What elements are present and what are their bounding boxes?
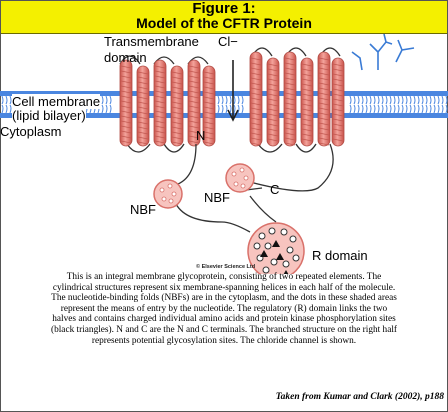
- chloride-ion-label: Cl−: [218, 34, 238, 49]
- r-domain-label: R domain: [312, 248, 368, 263]
- caption-line: This is an integral membrane glycoprotei…: [66, 272, 382, 282]
- chloride-arrow: [227, 60, 239, 122]
- cytoplasm-label: Cytoplasm: [0, 124, 62, 139]
- caption-line: The nucleotide-binding folds (NBFs) are …: [51, 293, 397, 304]
- membrane-helix: [331, 57, 345, 147]
- membrane-helix: [136, 65, 150, 147]
- glycosylation-sites: [351, 34, 415, 71]
- n-terminal-label: N: [196, 128, 206, 143]
- caption-line: (black triangles). N and C are the N and…: [50, 324, 398, 335]
- figure-title-bar: Figure 1: Model of the CFTR Protein: [1, 1, 447, 34]
- c-terminal-label: C: [270, 182, 280, 197]
- transmembrane-domain-label-2: domain: [104, 50, 147, 65]
- phosphorylation-sites: [260, 240, 289, 274]
- nbf-left-label: NBF: [130, 202, 156, 217]
- lipid-bilayer-label: (lipid bilayer): [12, 108, 86, 123]
- cytoplasmic-loops: [175, 143, 334, 233]
- caption-line: halves and contains charged individual a…: [52, 314, 396, 325]
- figure-subtitle: Model of the CFTR Protein: [136, 15, 312, 31]
- copyright-notice: © Elsevier Science Ltd: [196, 264, 256, 270]
- figure-caption: This is an integral membrane glycoprotei…: [0, 272, 448, 346]
- caption-line: represent the means of entry by the nucl…: [60, 303, 388, 314]
- caption-line: represents potential glycosylation sites…: [91, 335, 357, 346]
- nbf-right-domain: [225, 163, 255, 193]
- figure-title: Figure 1:: [192, 0, 256, 17]
- r-domain: [247, 222, 305, 274]
- transmembrane-domain-right: [249, 47, 345, 153]
- cell-membrane-label: Cell membrane: [12, 94, 101, 109]
- transmembrane-domain-label: Transmembrane: [104, 34, 199, 49]
- membrane-helix: [202, 65, 216, 147]
- source-citation: Taken from Kumar and Clark (2002), p188: [275, 392, 444, 402]
- cftr-diagram: [0, 34, 448, 274]
- nbf-left-domain: [153, 179, 183, 209]
- caption-line: cylindrical structures represent six mem…: [52, 282, 396, 293]
- transmembrane-domain-left: [119, 55, 216, 153]
- nbf-right-label: NBF: [204, 190, 230, 205]
- membrane-helix: [266, 57, 280, 147]
- membrane-helix: [300, 57, 314, 147]
- membrane-helix: [170, 65, 184, 147]
